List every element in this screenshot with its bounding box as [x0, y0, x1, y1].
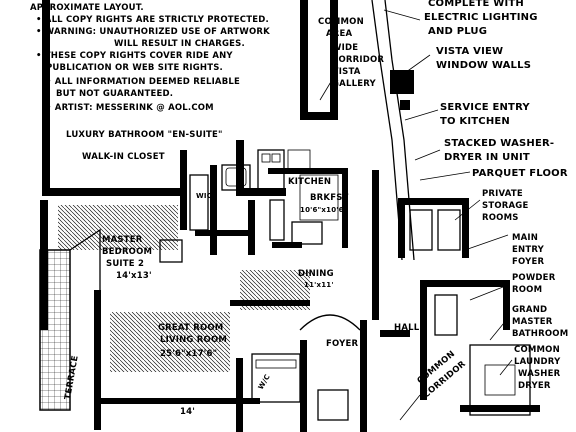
main-entry-line-0: MAIN [512, 233, 538, 243]
great-room-label: GREAT ROOM [158, 323, 223, 333]
common-laundry-line-2: WASHER [518, 369, 561, 379]
note-line-4: • THESE COPY RIGHTS COVER RIDE ANY [36, 51, 233, 61]
wide-corridor-line-3: GALLERY [332, 79, 376, 89]
lower-rooms [236, 314, 410, 432]
foyer-label: FOYER [326, 339, 358, 349]
walk-in-closet-label: WALK-IN CLOSET [82, 152, 165, 162]
private-storage-line-2: ROOMS [482, 213, 519, 223]
electric-line-1: ELECTRIC LIGHTING [424, 12, 538, 23]
bedroom-label: BEDROOM [102, 247, 152, 257]
vista-view-line-0: VISTA VIEW [436, 46, 503, 57]
note-line-0: APPROXIMATE LAYOUT. [30, 3, 144, 13]
note-line-5: PUBLICATION OR WEB SITE RIGHTS. [46, 63, 223, 73]
main-entry-line-2: FOYER [512, 257, 544, 267]
right-rooms [398, 198, 540, 416]
grand-master-line-0: GRAND [512, 305, 547, 315]
grand-master-line-1: MASTER [512, 317, 553, 327]
great-room [100, 170, 379, 404]
main-entry-line-1: ENTRY [512, 245, 545, 255]
great-size-label: 25'6"x17'6" [160, 349, 217, 359]
note-line-3: WILL RESULT IN CHARGES. [114, 39, 245, 49]
powder-room-line-1: ROOM [512, 285, 542, 295]
stacked-washer-callout: STACKED WASHER- DRYER IN UNIT [444, 138, 554, 163]
stacked-washer-line-0: STACKED WASHER- [444, 138, 554, 149]
parquet-floor-label: PARQUET FLOOR [472, 168, 568, 179]
private-storage-line-0: PRIVATE [482, 189, 523, 199]
living-room-label: LIVING ROOM [160, 335, 227, 345]
common-laundry-line-0: COMMON [514, 345, 560, 355]
copyright-notes: APPROXIMATE LAYOUT. • ALL COPY RIGHTS AR… [30, 3, 270, 113]
common-laundry-callout: COMMON LAUNDRY WASHER DRYER [514, 345, 561, 391]
kitchen-label: KITCHEN [288, 177, 331, 187]
common-area-line-1: AREA [326, 29, 353, 39]
vista-view-line-1: WINDOW WALLS [436, 60, 531, 71]
leader-lines [319, 9, 513, 421]
hall-label: HALL [394, 323, 420, 333]
private-storage-callout: PRIVATE STORAGE ROOMS [482, 189, 528, 223]
suite-label: SUITE 2 [106, 259, 144, 269]
master-size-label: 14'x13' [116, 271, 152, 281]
service-entry-line-0: SERVICE ENTRY [440, 102, 530, 113]
wic-lower-label: W/C [257, 373, 272, 391]
wic-upper-label: WIC [196, 192, 212, 200]
powder-room-line-0: POWDER [512, 273, 556, 283]
brkfst-label: BRKFST [310, 193, 349, 203]
dining-size-label: 11'x11' [304, 281, 334, 289]
private-storage-line-1: STORAGE [482, 201, 528, 211]
terrace [39, 228, 101, 430]
electric-callout: COMPLETE WITH ELECTRIC LIGHTING AND PLUG [424, 0, 538, 37]
common-area-callout: COMMON AREA [318, 17, 364, 39]
stacked-washer-line-1: DRYER IN UNIT [444, 152, 530, 163]
vista-view-callout: VISTA VIEW WINDOW WALLS [436, 46, 531, 71]
wide-corridor-line-2: VISTA [332, 67, 361, 77]
note-line-8: • ARTIST: MESSERINK @ AOL.COM [46, 103, 214, 113]
grand-master-line-2: BATHROOM [512, 329, 568, 339]
note-line-1: • ALL COPY RIGHTS ARE STRICTLY PROTECTED… [36, 15, 269, 25]
wide-corridor-line-0: WIDE [332, 43, 358, 53]
common-laundry-line-1: LAUNDRY [514, 357, 561, 367]
service-entry-line-1: TO KITCHEN [440, 116, 510, 127]
kitchen-area [268, 168, 348, 248]
electric-line-2: AND PLUG [428, 26, 487, 37]
common-laundry-line-3: DRYER [518, 381, 551, 391]
master-label: MASTER [102, 235, 143, 245]
main-entry-callout: MAIN ENTRY FOYER [512, 233, 545, 267]
note-line-6: • ALL INFORMATION DEEMED RELIABLE [46, 77, 240, 87]
note-line-7: BUT NOT GUARANTEED. [56, 89, 173, 99]
wide-corridor-line-1: CORRIDOR [332, 55, 384, 65]
powder-room-callout: POWDER ROOM [512, 273, 556, 295]
service-entry-callout: SERVICE ENTRY TO KITCHEN [440, 102, 530, 127]
grand-master-callout: GRAND MASTER BATHROOM [512, 305, 568, 339]
note-line-2: • WARNING: UNAUTHORIZED USE OF ARTWORK [36, 27, 270, 37]
dimension-14-label: 14' [180, 407, 195, 417]
vista-corridor [371, 0, 415, 261]
wide-corridor-callout: WIDE CORRIDOR VISTA GALLERY [332, 43, 384, 89]
brkfst-size-label: 10'6"x10'6" [300, 206, 348, 214]
common-area-line-0: COMMON [318, 17, 364, 27]
bathroom-area [180, 149, 311, 255]
electric-line-0: COMPLETE WITH [428, 0, 524, 9]
dining-label: DINING [298, 269, 334, 279]
luxury-bathroom-label: LUXURY BATHROOM "EN-SUITE" [66, 130, 223, 140]
